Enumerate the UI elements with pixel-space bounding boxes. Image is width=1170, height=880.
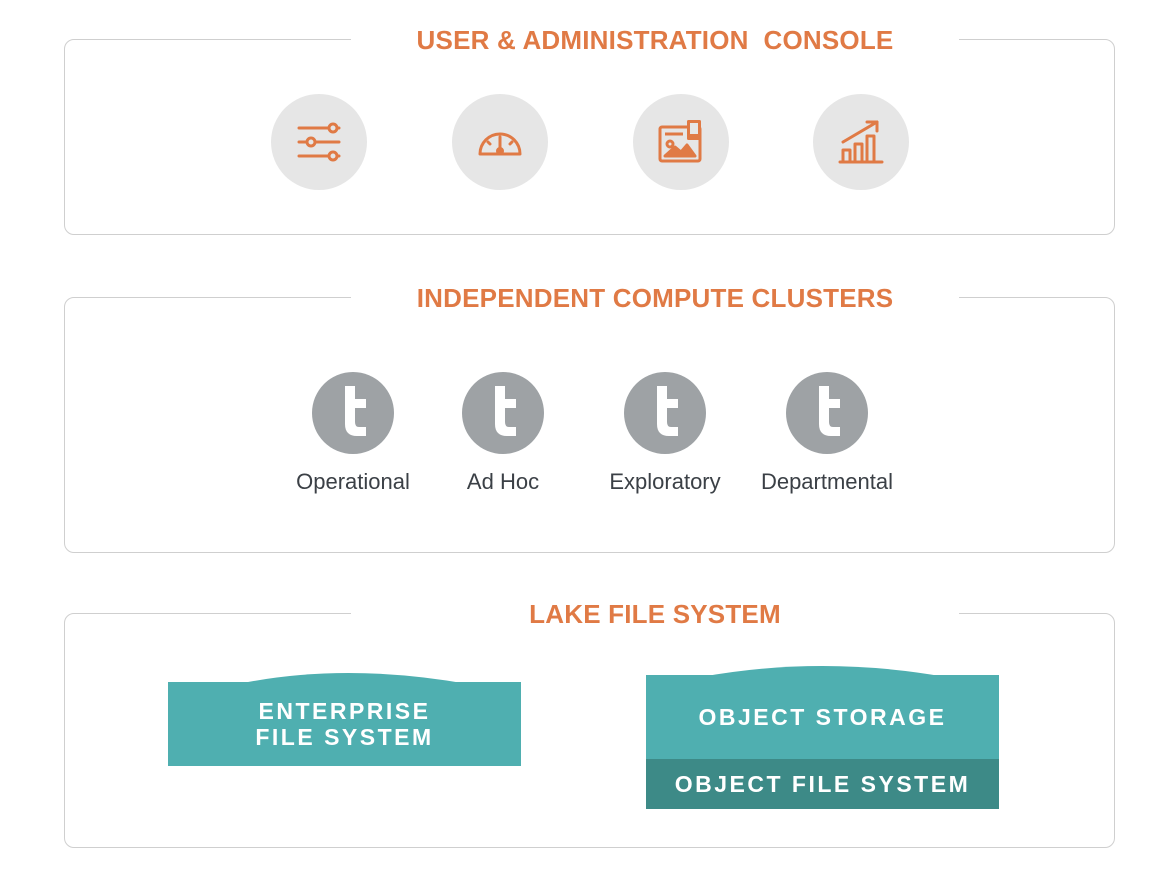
storage-top-curve-icon [238, 673, 468, 684]
enterprise-label: ENTERPRISE FILE SYSTEM [168, 682, 521, 766]
cluster-departmental: Departmental [757, 372, 897, 495]
object-storage-block: OBJECT STORAGE OBJECT FILE SYSTEM [646, 666, 999, 809]
console-title: USER & ADMINISTRATION CONSOLE [351, 22, 959, 58]
clusters-title: INDEPENDENT COMPUTE CLUSTERS [351, 280, 959, 316]
console-panel: USER & ADMINISTRATION CONSOLE [64, 22, 1115, 235]
cluster-t-logo-icon [786, 372, 868, 454]
clusters-panel: INDEPENDENT COMPUTE CLUSTERS Operational… [64, 280, 1115, 553]
cluster-label: Ad Hoc [466, 469, 540, 494]
storage-top-curve-icon [701, 666, 946, 677]
object-file-system-label: OBJECT FILE SYSTEM [646, 759, 999, 809]
object-storage-label: OBJECT STORAGE [646, 675, 999, 759]
gauge-icon [452, 94, 548, 190]
enterprise-file-system-block: ENTERPRISE FILE SYSTEM [168, 673, 521, 766]
cluster-operational: Operational [283, 372, 423, 495]
cluster-t-logo-icon [462, 372, 544, 454]
cluster-t-logo-icon [312, 372, 394, 454]
dashboard-icon [633, 94, 729, 190]
cluster-label: Departmental [760, 469, 894, 494]
enterprise-line1: ENTERPRISE [258, 698, 431, 724]
lake-title: LAKE FILE SYSTEM [351, 596, 959, 632]
cluster-label: Exploratory [609, 469, 721, 494]
cluster-ad-hoc: Ad Hoc [433, 372, 573, 495]
sliders-icon [271, 94, 367, 190]
cluster-t-logo-icon [624, 372, 706, 454]
cluster-label: Operational [296, 469, 410, 494]
cluster-exploratory: Exploratory [595, 372, 735, 495]
growth-chart-icon [813, 94, 909, 190]
lake-panel: LAKE FILE SYSTEM ENTERPRISE FILE SYSTEM … [64, 596, 1115, 848]
enterprise-line2: FILE SYSTEM [255, 724, 434, 750]
